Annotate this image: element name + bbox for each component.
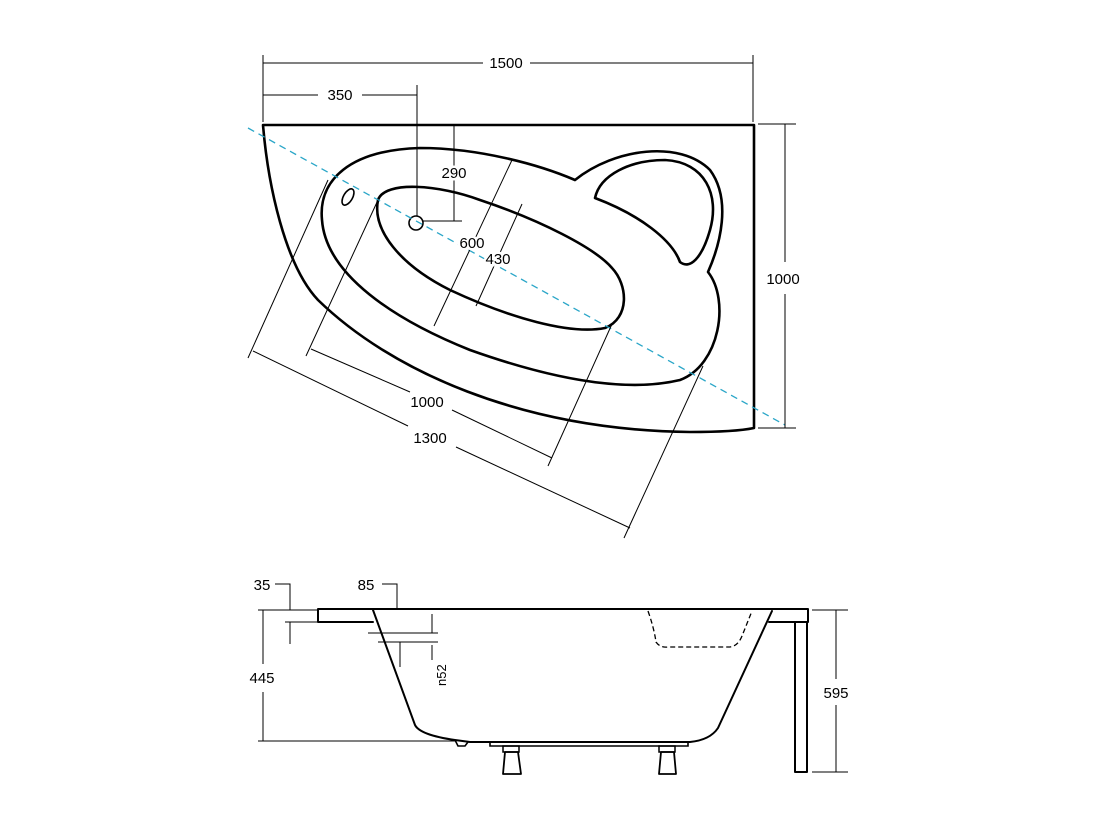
dim-rim-thickness: 35 (254, 577, 271, 594)
dim-1300-ext-left (247, 179, 329, 359)
tub-outer-outline (261, 123, 756, 434)
leg-left (502, 745, 522, 775)
dim-overall-width: 1500 (489, 55, 522, 72)
dim-rim-overhang: 85 (358, 577, 375, 594)
dim-1000d-ext-left (305, 199, 379, 357)
dim-drain-depth: 290 (441, 165, 466, 182)
headrest (593, 158, 715, 266)
dim-600-line (433, 159, 513, 327)
dim-1000d-line-left (310, 348, 411, 393)
dim-1300-line-right (455, 446, 631, 529)
base-plate (489, 742, 689, 747)
tub-inner-rim (320, 146, 724, 387)
dim-total-height: 595 (823, 685, 848, 702)
side-view: n52 35 85 445 595 (249, 577, 849, 775)
drain-bump (454, 739, 469, 747)
drain-icon (408, 215, 424, 231)
overflow-icon (341, 188, 355, 206)
dim-85-leader (382, 583, 398, 610)
dim-drain-offset: 350 (327, 87, 352, 104)
rim (317, 608, 809, 623)
dim-35-leader (275, 583, 291, 610)
dim-430-line (475, 203, 523, 307)
dim-basin-outer-length: 1300 (413, 430, 446, 447)
front-panel (794, 621, 808, 773)
tub-basin (375, 185, 626, 331)
headrest-dashed (647, 610, 753, 648)
dim-1300-ext-right (623, 365, 704, 539)
dim-1300-line-left (252, 350, 409, 427)
dim-1000d-line-right (451, 409, 553, 459)
top-view: 1500 350 290 1000 430 600 1000 1300 (247, 55, 800, 539)
dim-basin-inner-length: 1000 (410, 394, 443, 411)
overflow-label: n52 (434, 664, 449, 686)
dim-1000d-ext-right (547, 323, 613, 467)
diagonal-axis (247, 127, 786, 426)
dim-basin-inner-width: 430 (485, 251, 510, 268)
tub-body (372, 609, 773, 743)
dim-basin-outer-width: 600 (459, 235, 484, 252)
dim-bath-depth: 445 (249, 670, 274, 687)
leg-right (658, 745, 677, 775)
dim-overall-depth: 1000 (766, 271, 799, 288)
